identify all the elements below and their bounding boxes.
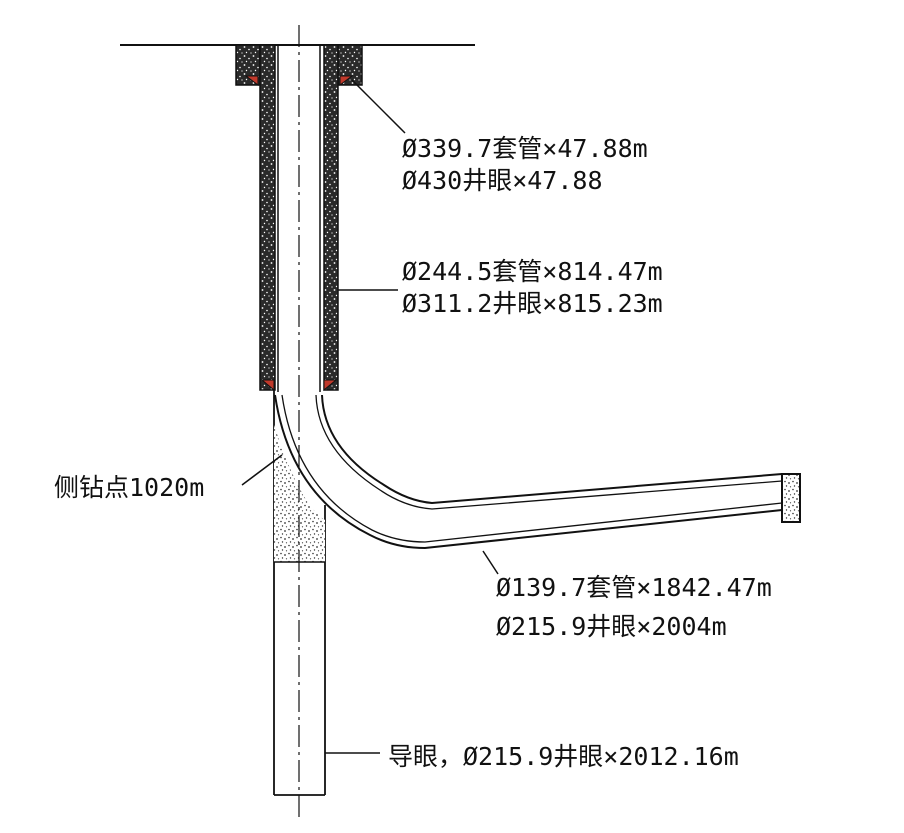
intermediate-casing-shoe-right [323, 379, 338, 392]
label-surface-hole: Ø430井眼×47.88 [402, 166, 603, 195]
intermediate-cement-right [323, 44, 339, 391]
lateral-end-shoe [781, 473, 801, 523]
leader-production-casing [482, 550, 499, 575]
label-pilot-hole: 导眼，Ø215.9井眼×2012.16m [388, 742, 739, 771]
label-intermediate-casing: Ø244.5套管×814.47m [402, 257, 663, 286]
label-production-hole: Ø215.9井眼×2004m [496, 612, 727, 641]
surface-casing-shoe-left [244, 75, 259, 86]
leader-sidetrack-point [241, 454, 283, 486]
label-sidetrack-point: 侧钻点1020m [54, 473, 204, 502]
label-surface-casing: Ø339.7套管×47.88m [402, 134, 648, 163]
intermediate-casing-shoe-left [260, 379, 275, 392]
surface-casing-shoe-right [339, 75, 354, 86]
label-intermediate-hole: Ø311.2井眼×815.23m [402, 289, 663, 318]
intermediate-cement-left [259, 44, 276, 391]
leader-surface-casing [351, 79, 406, 134]
production-casing-bore-outer [281, 394, 783, 543]
production-casing-outer-wall [274, 394, 783, 550]
production-casing-bore-inner [315, 394, 783, 510]
label-production-casing: Ø139.7套管×1842.47m [496, 573, 772, 602]
production-casing-inner-wall [321, 394, 783, 505]
